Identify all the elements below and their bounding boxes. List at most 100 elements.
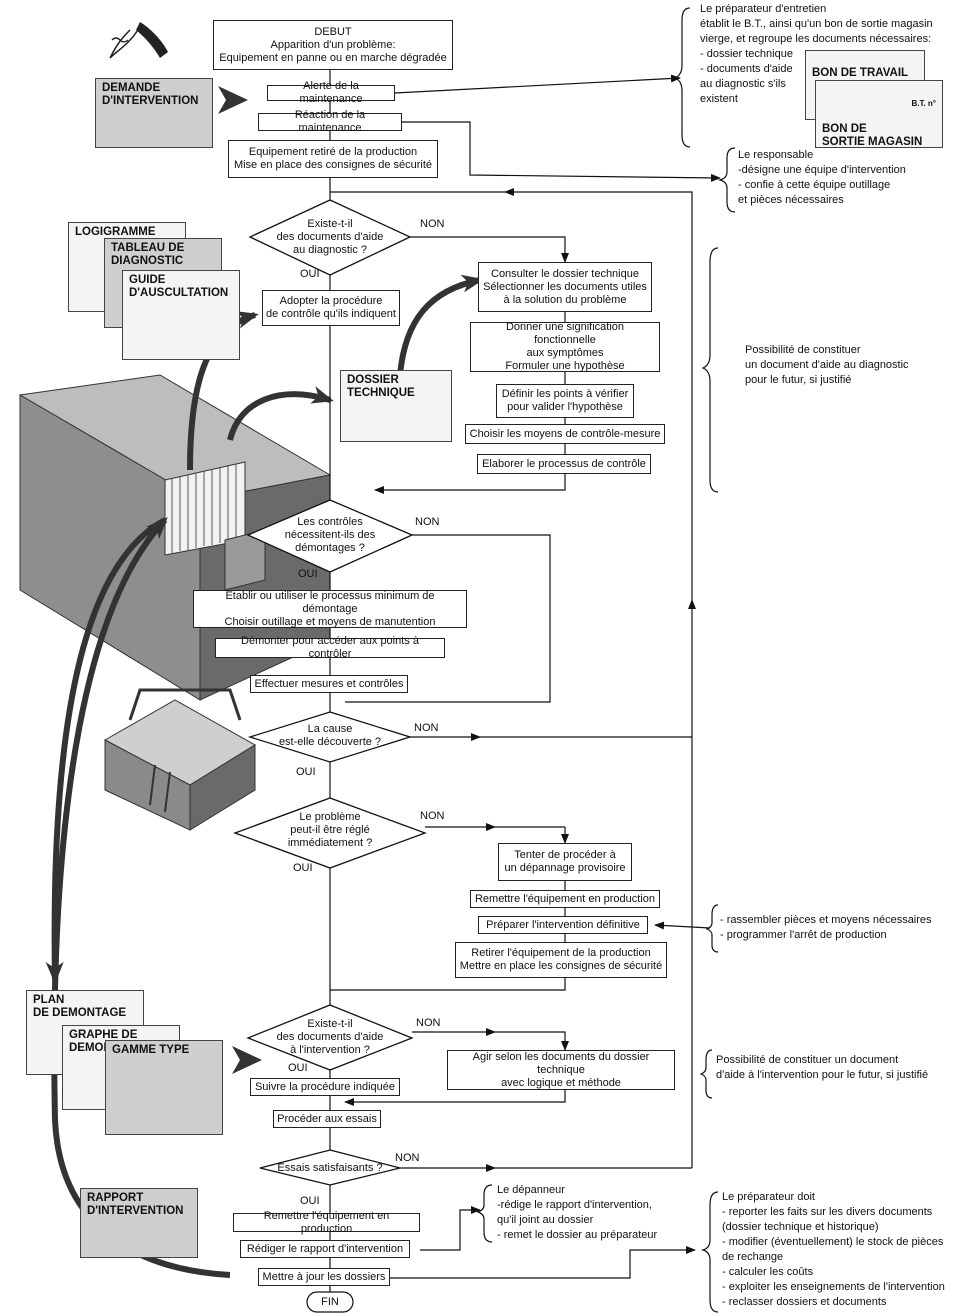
q2-oui-label: OUI <box>298 568 318 580</box>
donner-line1: Donner une signification fonctionnelle <box>505 321 625 346</box>
q1-non-label: NON <box>420 218 445 230</box>
demonter-box: Démonter pour accéder aux points à contr… <box>215 635 445 660</box>
q6-oui-label: OUI <box>300 1195 320 1207</box>
consulter-line1: Consulter le dossier technique <box>491 267 639 280</box>
effectuer-box: Effectuer mesures et contrôles <box>250 675 408 693</box>
elaborer-box: Elaborer le processus de contrôle <box>477 454 651 474</box>
tenter-line1: Tenter de procéder à <box>514 849 616 861</box>
q1-oui-label: OUI <box>300 268 320 280</box>
q2-non-label: NON <box>415 516 440 528</box>
debut-box: DEBUT Apparition d'un problème: Equipeme… <box>213 20 453 70</box>
note-rassembler: - rassembler pièces et moyens nécessaire… <box>720 914 932 941</box>
debut-line1: Apparition d'un problème: <box>270 38 396 51</box>
consulter-box: Consulter le dossier technique Sélection… <box>478 262 652 312</box>
suivre-box: Suivre la procédure indiquée <box>250 1078 400 1096</box>
q5-oui-label: OUI <box>288 1062 308 1074</box>
decision-diamond-cause <box>247 711 413 763</box>
note-braces <box>476 7 736 1313</box>
bon-sortie-bt-label: B.T. n° <box>911 99 936 108</box>
note-preparateur-top: Le préparateur d'entretien établit le B.… <box>700 3 933 105</box>
rediger-box: Rédiger le rapport d'intervention <box>240 1240 410 1258</box>
q3-line2: est-elle découverte ? <box>278 736 382 748</box>
adopter-line2: de contrôle qu'ils indiquent <box>266 308 396 320</box>
tenter-line2: un dépannage provisoire <box>504 862 626 874</box>
q6-non-label: NON <box>395 1152 420 1164</box>
retire-line2: Mise en place des consignes de sécurité <box>233 159 433 171</box>
q4-oui-label: OUI <box>293 862 313 874</box>
q4-text: Le problème peut-il être réglé immédiate… <box>250 805 410 855</box>
etablir-line2: Choisir outillage et moyens de manutenti… <box>224 615 436 628</box>
q3-oui-label: OUI <box>296 766 316 778</box>
q1-line1: Existe-t-il <box>307 217 353 230</box>
decision-diamond-diagnostic-docs <box>248 199 412 276</box>
gamme-type-doc: GAMME TYPE <box>105 1040 223 1135</box>
q1-line2: des documents d'aide <box>276 230 384 243</box>
q2-line3: démontages ? <box>295 541 365 554</box>
note-preparateur-doit: Le préparateur doit - reporter les faits… <box>722 1191 945 1308</box>
q1-text: Existe-t-il des documents d'aide au diag… <box>260 212 400 262</box>
donner-line3: Formuler une hypothèse <box>505 360 625 372</box>
choisir-box: Choisir les moyens de contrôle-mesure <box>465 424 665 444</box>
adopter-line1: Adopter la procédure <box>279 295 383 307</box>
note-possibilite-intervention: Possibilité de constituer un document d'… <box>716 1054 929 1081</box>
q2-line1: Les contrôles <box>297 515 363 528</box>
q4-line1: Le problème <box>299 810 361 823</box>
decision-diamond-probleme <box>233 797 427 869</box>
consulter-line2: Sélectionner les documents utiles <box>483 280 647 293</box>
tenter-box: Tenter de procéder à un dépannage provis… <box>498 843 632 881</box>
retirer-line1: Retirer l'équipement de la production <box>471 947 651 959</box>
bon-de-travail-title: BON DE TRAVAIL <box>812 67 909 79</box>
agir-line2: avec logique et méthode <box>501 1076 621 1089</box>
retire-line1: Equipement retiré de la production <box>248 146 418 158</box>
q2-text: Les contrôles nécessitent-ils des démont… <box>262 510 398 560</box>
q3-text: La cause est-elle découverte ? <box>262 716 398 756</box>
agir-line1: Agir selon les documents du dossier tech… <box>472 1050 650 1076</box>
retirer-line2: Mettre en place les consignes de sécurit… <box>459 960 663 972</box>
definir-line1: Définir les points à vérifier <box>501 388 629 400</box>
debut-title: DEBUT <box>314 25 352 38</box>
demande-intervention-doc: DEMANDE D'INTERVENTION <box>95 78 213 148</box>
q4-line3: immédiatement ? <box>287 836 373 849</box>
toolbox-illustration <box>103 688 256 831</box>
rapport-intervention-doc: RAPPORT D'INTERVENTION <box>80 1188 198 1258</box>
fin-terminal: FIN <box>321 1295 339 1308</box>
etablir-box: Etablir ou utiliser le processus minimum… <box>193 590 467 628</box>
q5-line2: des documents d'aide <box>276 1030 384 1043</box>
note-possibilite-diagnostic: Possibilité de constituer un document d'… <box>745 344 909 386</box>
phone-icon <box>109 22 168 59</box>
q3-line1: La cause <box>307 723 353 735</box>
q5-non-label: NON <box>416 1017 441 1029</box>
decision-diamond-essais <box>259 1149 401 1186</box>
proceder-box: Procéder aux essais <box>273 1110 381 1128</box>
bon-de-sortie-doc: B.T. n° BON DE SORTIE MAGASIN <box>815 80 943 148</box>
bon-sortie-title: BON DE SORTIE MAGASIN <box>822 123 923 148</box>
retire-box: Equipement retiré de la production Mise … <box>228 140 438 178</box>
alerte-box: Alerte de la maintenance <box>267 80 395 105</box>
q6-text: Essais satisfaisants ? <box>277 1161 383 1174</box>
q5-line1: Existe-t-il <box>307 1017 353 1030</box>
donner-box: Donner une signification fonctionnelle a… <box>470 321 660 372</box>
preparer-box: Préparer l'intervention définitive <box>478 916 648 934</box>
definir-line2: pour valider l'hypothèse <box>507 401 623 413</box>
retirer-box: Retirer l'équipement de la production Me… <box>455 942 667 978</box>
q1-line3: au diagnostic ? <box>293 243 367 256</box>
q5-line3: à l'intervention ? <box>290 1043 370 1056</box>
mettre-a-jour-box: Mettre à jour les dossiers <box>258 1268 390 1286</box>
remettre-production-box-1: Remettre l'équipement en production <box>470 890 660 908</box>
pointer-arrowheads <box>218 86 262 1074</box>
note-responsable: Le responsable -désigne une équipe d'int… <box>738 149 906 206</box>
q4-line2: peut-il être réglé <box>290 823 370 836</box>
q5-text: Existe-t-il des documents d'aide à l'int… <box>262 1012 398 1062</box>
consulter-line3: à la solution du problème <box>503 293 627 306</box>
dossier-technique-doc: DOSSIER TECHNIQUE <box>340 370 452 442</box>
etablir-line1: Etablir ou utiliser le processus minimum… <box>225 589 435 615</box>
q3-non-label: NON <box>414 722 439 734</box>
note-depanneur: Le dépanneur -rédige le rapport d'interv… <box>497 1184 658 1241</box>
decision-diamond-intervention-docs <box>246 1004 414 1071</box>
guide-auscultation-doc: GUIDE D'AUSCULTATION <box>122 270 240 360</box>
donner-line2: aux symptômes <box>526 347 604 359</box>
debut-line2: Equipement en panne ou en marche dégradé… <box>219 51 447 64</box>
agir-box: Agir selon les documents du dossier tech… <box>447 1050 675 1090</box>
q2-line2: nécessitent-ils des <box>284 528 376 541</box>
